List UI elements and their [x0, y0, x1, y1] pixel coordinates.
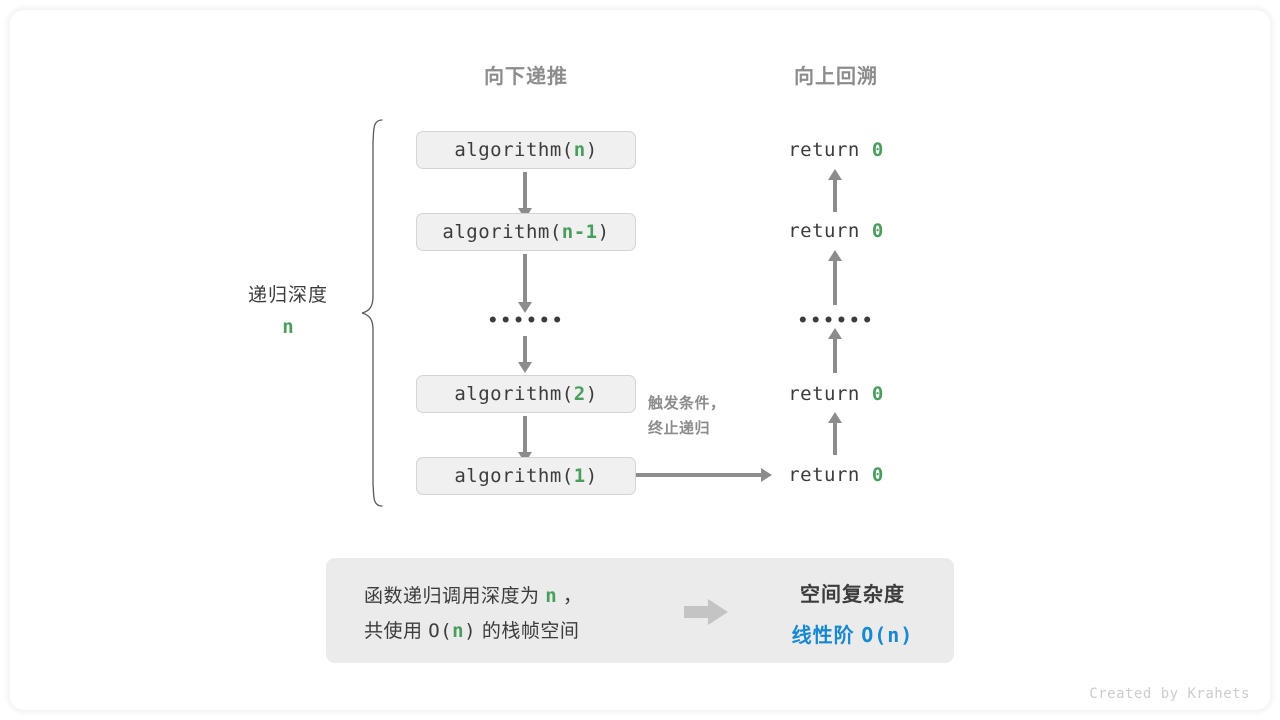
up-arrow-2	[833, 259, 837, 305]
summary-line2-text-a: 共使用	[364, 621, 429, 643]
return-label-2: return 0	[788, 220, 884, 242]
return-label-3: return 0	[788, 383, 884, 405]
recursion-depth-label: 递归深度 n	[248, 280, 328, 338]
summary-line1-n: n	[545, 585, 558, 607]
call-box-arg: 2	[573, 383, 586, 405]
return-keyword: return	[788, 464, 860, 486]
call-box-2[interactable]: algorithm(2)	[416, 375, 636, 413]
summary-line1-text-a: 函数递归调用深度为	[364, 586, 546, 607]
down-arrow-3	[523, 336, 527, 364]
return-keyword: return	[788, 139, 860, 161]
summary-line-1: 函数递归调用深度为 n ，	[364, 579, 583, 614]
summary-line2-n: n	[452, 620, 465, 643]
call-box-arg: 1	[573, 465, 586, 487]
column-header-backtrack: 向上回溯	[794, 66, 878, 88]
return-label-4: return 0	[788, 464, 884, 486]
terminate-arrow	[636, 473, 761, 477]
return-value: 0	[871, 139, 884, 161]
up-arrow-3	[833, 337, 837, 373]
complexity-value-code: O(n)	[861, 623, 914, 647]
call-box-suffix: )	[585, 465, 598, 487]
call-box-n-minus-1[interactable]: algorithm(n-1)	[416, 213, 636, 251]
return-keyword: return	[788, 383, 860, 405]
ellipsis-left: ••••••	[487, 311, 565, 331]
return-keyword: return	[788, 220, 860, 242]
summary-line2-text-b: 的栈帧空间	[476, 621, 580, 643]
recursion-depth-brace	[361, 119, 383, 507]
down-arrow-4	[523, 416, 527, 454]
return-value: 0	[871, 220, 884, 242]
call-box-n[interactable]: algorithm(n)	[416, 131, 636, 169]
complexity-value-label: 线性阶	[791, 625, 862, 647]
call-box-arg: n	[573, 139, 586, 161]
footer-credit: Created by Krahets	[1089, 686, 1250, 702]
complexity-value: 线性阶 O(n)	[760, 619, 945, 648]
complexity-result: 空间复杂度 线性阶 O(n)	[760, 578, 945, 648]
call-box-prefix: algorithm(	[454, 465, 574, 487]
up-arrow-4	[833, 421, 837, 455]
call-box-suffix: )	[585, 139, 598, 161]
down-arrow-2	[523, 254, 527, 304]
call-box-arg: n-1	[561, 221, 598, 243]
call-box-1[interactable]: algorithm(1)	[416, 457, 636, 495]
summary-line-2: 共使用 O(n) 的栈帧空间	[364, 614, 583, 649]
right-arrow-icon	[684, 599, 728, 625]
summary-line1-text-b: ，	[557, 586, 583, 607]
ellipsis-right: ••••••	[797, 311, 875, 331]
call-box-suffix: )	[597, 221, 610, 243]
summary-line2-close: )	[464, 620, 477, 643]
return-label-1: return 0	[788, 139, 884, 161]
summary-panel: 函数递归调用深度为 n ， 共使用 O(n) 的栈帧空间 空间复杂度 线性阶 O…	[326, 558, 954, 663]
call-box-suffix: )	[585, 383, 598, 405]
recursion-depth-value: n	[282, 316, 294, 338]
summary-line2-o: O(	[428, 620, 453, 643]
terminate-condition-note: 触发条件， 终止递归	[648, 392, 726, 442]
column-header-descend: 向下递推	[484, 66, 568, 88]
complexity-title: 空间复杂度	[800, 584, 905, 606]
up-arrow-1	[833, 178, 837, 212]
terminate-note-line1: 触发条件，	[648, 395, 726, 412]
call-box-prefix: algorithm(	[454, 383, 574, 405]
terminate-note-line2: 终止递归	[648, 419, 711, 437]
call-box-prefix: algorithm(	[454, 139, 574, 161]
down-arrow-1	[523, 172, 527, 210]
call-box-prefix: algorithm(	[442, 221, 562, 243]
return-value: 0	[871, 383, 884, 405]
return-value: 0	[871, 464, 884, 486]
summary-description: 函数递归调用深度为 n ， 共使用 O(n) 的栈帧空间	[364, 579, 583, 649]
recursion-depth-text: 递归深度	[247, 285, 329, 306]
